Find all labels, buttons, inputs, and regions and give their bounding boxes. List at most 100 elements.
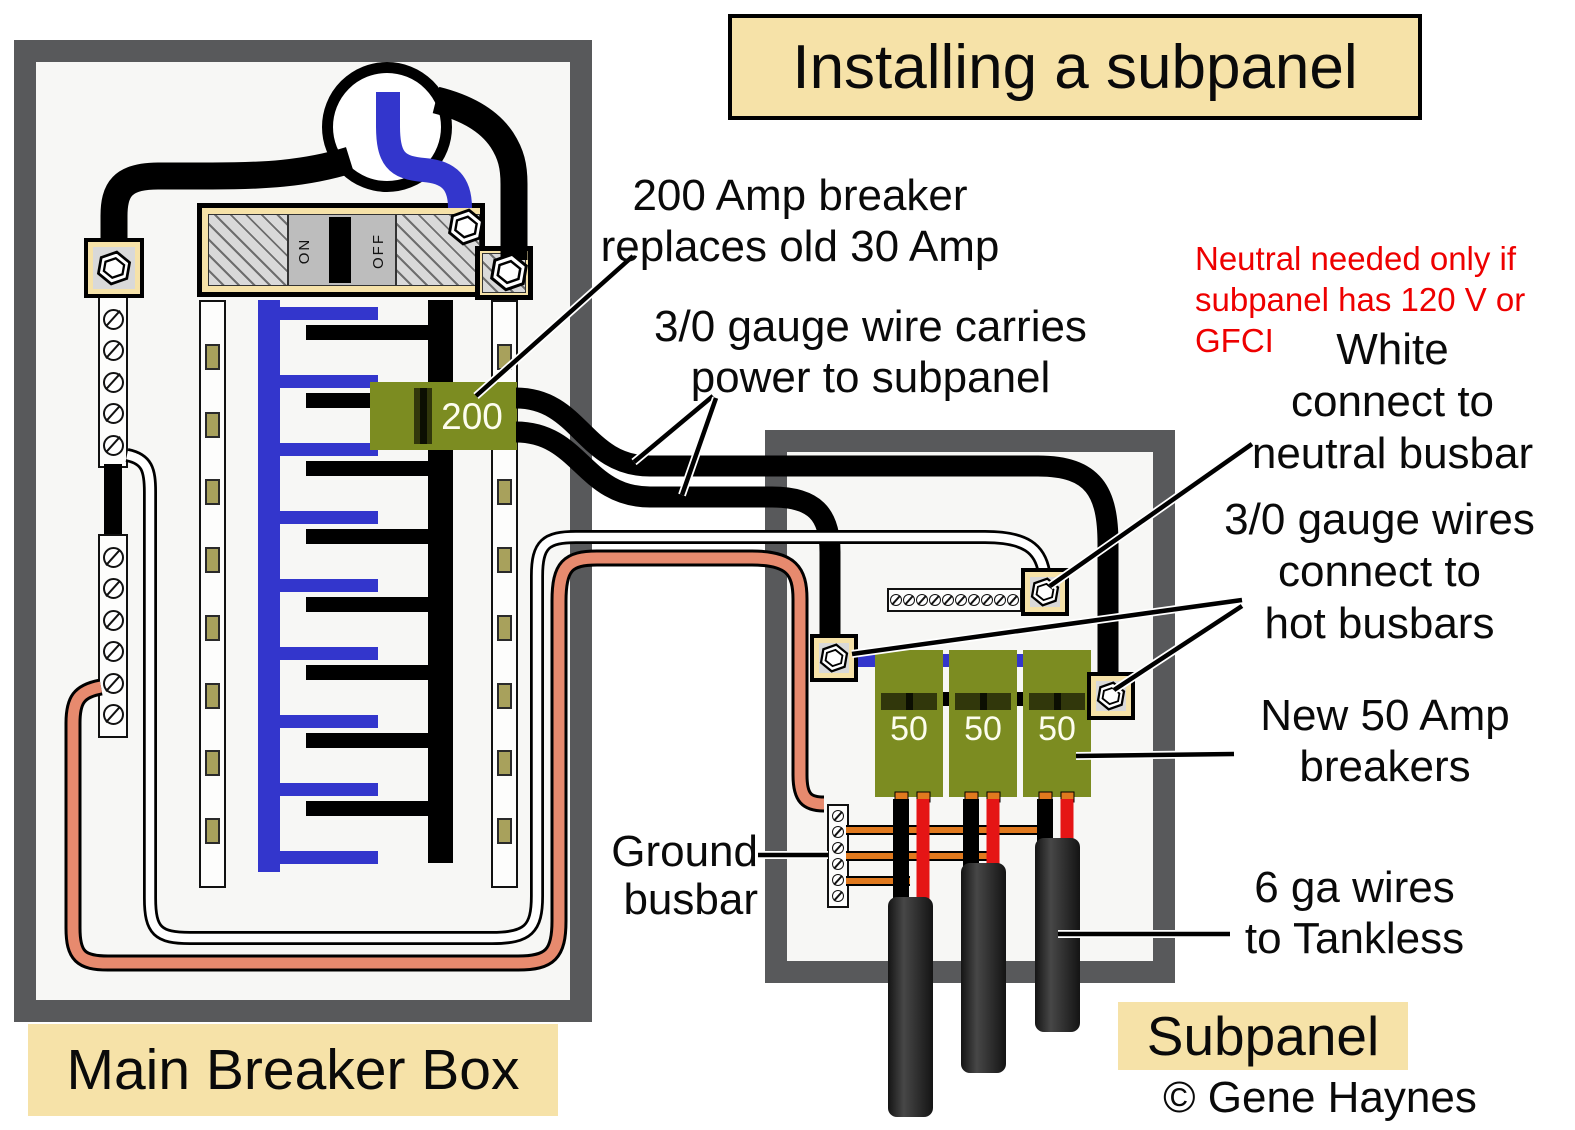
subpanel-neutral-busbar: [887, 588, 1022, 612]
black-bus-branch: [306, 325, 428, 340]
main-neutral-lug: [84, 238, 144, 298]
breaker-slot: [497, 479, 512, 506]
annotation-hot-busbars: 3/0 gauge wires connect to hot busbars: [1182, 494, 1575, 650]
annotation-line: Neutral needed only if: [1195, 240, 1517, 277]
subpanel-label-text: Subpanel: [1146, 1005, 1380, 1067]
annotation-line: replaces old 30 Amp: [600, 222, 1000, 271]
hex-bolt-icon: [1030, 577, 1060, 607]
screw-icon: [916, 594, 928, 606]
annotation-line: 3/0 gauge wires: [1224, 495, 1535, 544]
blue-bus-branch: [278, 579, 378, 592]
annotation-line: breakers: [1299, 742, 1471, 791]
hex-bolt-icon: [1096, 681, 1126, 711]
annotation-neutral-note: Neutral needed only if subpanel has 120 …: [1195, 238, 1575, 361]
copyright: © Gene Haynes: [1150, 1072, 1490, 1123]
breaker-slot: [205, 818, 220, 845]
breaker-50-toggle: [955, 693, 1011, 710]
screw-icon: [832, 890, 844, 902]
annotation-tankless: 6 ga wires to Tankless: [1162, 862, 1547, 964]
annotation-line: connect to: [1277, 547, 1482, 596]
screw-icon: [102, 403, 124, 424]
blue-bus-branch: [278, 375, 378, 388]
blue-bus-branch: [278, 511, 378, 524]
breaker-slot: [497, 682, 512, 709]
breaker-slot: [205, 411, 220, 438]
breaker-slot-strip-left: [199, 300, 226, 888]
switch-on-label: ON: [296, 237, 313, 265]
annotation-new-breakers: New 50 Amp breakers: [1190, 690, 1575, 792]
main-neutral-busbar-upper: [98, 296, 128, 468]
screw-icon: [102, 371, 124, 393]
breaker-50-amp-2: 50: [949, 650, 1017, 797]
screw-icon: [102, 434, 124, 456]
screw-icon: [102, 308, 124, 330]
main-disconnect-switch: ON OFF: [197, 203, 485, 297]
screw-icon: [102, 546, 124, 568]
copyright-text: © Gene Haynes: [1163, 1073, 1477, 1122]
screw-icon: [832, 874, 844, 886]
pointer-feed-wire-1: [632, 394, 715, 464]
blue-bus-branch: [278, 307, 378, 320]
switch-hatched-panel: [208, 214, 288, 286]
switch-toggle-handle: [329, 217, 351, 283]
black-bus-branch: [306, 597, 428, 612]
screw-icon: [832, 810, 844, 822]
annotation-feed-wire: 3/0 gauge wire carries power to subpanel: [648, 301, 1093, 403]
black-bus-branch: [306, 665, 428, 680]
tankless-cable-2: [961, 863, 1006, 1073]
screw-icon: [955, 594, 967, 606]
switch-center-panel: ON OFF: [288, 214, 396, 286]
breaker-slot: [205, 682, 220, 709]
breaker-slot: [497, 614, 512, 641]
main-neutral-busbar-lower: [98, 534, 128, 738]
breaker-50-toggle: [881, 693, 937, 710]
black-bus-branch: [306, 529, 428, 544]
screw-icon: [903, 594, 915, 606]
subpanel-hot-lug-right: [1087, 672, 1135, 720]
screw-icon: [832, 858, 844, 870]
breaker-slot: [205, 547, 220, 574]
breaker-50-label: 50: [890, 710, 928, 748]
breaker-slot: [497, 343, 512, 370]
blue-bus-branch: [278, 715, 378, 728]
black-bus-branch: [306, 801, 428, 816]
tankless-cable-3: [1035, 838, 1080, 1032]
breaker-50-label: 50: [1038, 710, 1076, 748]
screw-icon: [102, 340, 124, 361]
annotation-line: 6 ga wires: [1254, 863, 1455, 912]
hex-bolt-icon: [96, 250, 132, 286]
annotation-line: subpanel has 120 V or GFCI: [1195, 281, 1526, 359]
annotation-line: New 50 Amp: [1260, 691, 1510, 740]
screw-icon: [102, 641, 124, 663]
screw-icon: [832, 842, 844, 854]
screw-icon: [890, 594, 902, 606]
hex-bolt-icon: [489, 252, 529, 297]
subpanel-ground-busbar: [827, 804, 849, 908]
annotation-line: White: [1336, 325, 1449, 374]
page-title-text: Installing a subpanel: [792, 32, 1358, 102]
annotation-ground-busbar: Ground busbar: [570, 828, 758, 924]
breaker-50-toggle: [1029, 693, 1085, 710]
black-bus-branch: [306, 461, 428, 476]
breaker-200-label: 200: [441, 396, 503, 437]
subpanel-label: Subpanel: [1118, 1002, 1408, 1070]
hex-bolt-icon: [447, 208, 485, 251]
annotation-line: Ground: [611, 827, 758, 876]
screw-icon: [102, 672, 124, 694]
blue-bus-branch: [278, 783, 378, 796]
annotation-line: hot busbars: [1264, 599, 1495, 648]
screw-icon: [968, 594, 980, 606]
annotation-line: 3/0 gauge wire carries: [654, 302, 1087, 351]
annotation-line: neutral busbar: [1251, 429, 1534, 478]
annotation-line: power to subpanel: [690, 353, 1051, 402]
screw-icon: [981, 594, 993, 606]
switch-off-label: OFF: [370, 233, 387, 269]
conduit-entry-circle: [322, 62, 452, 192]
blue-bus-branch: [278, 647, 378, 660]
breaker-50-amp-3: 50: [1023, 650, 1091, 797]
screw-icon: [102, 609, 124, 631]
black-bus-branch: [306, 733, 428, 748]
breaker-slot: [205, 343, 220, 370]
breaker-200-amp: 200: [370, 382, 517, 450]
